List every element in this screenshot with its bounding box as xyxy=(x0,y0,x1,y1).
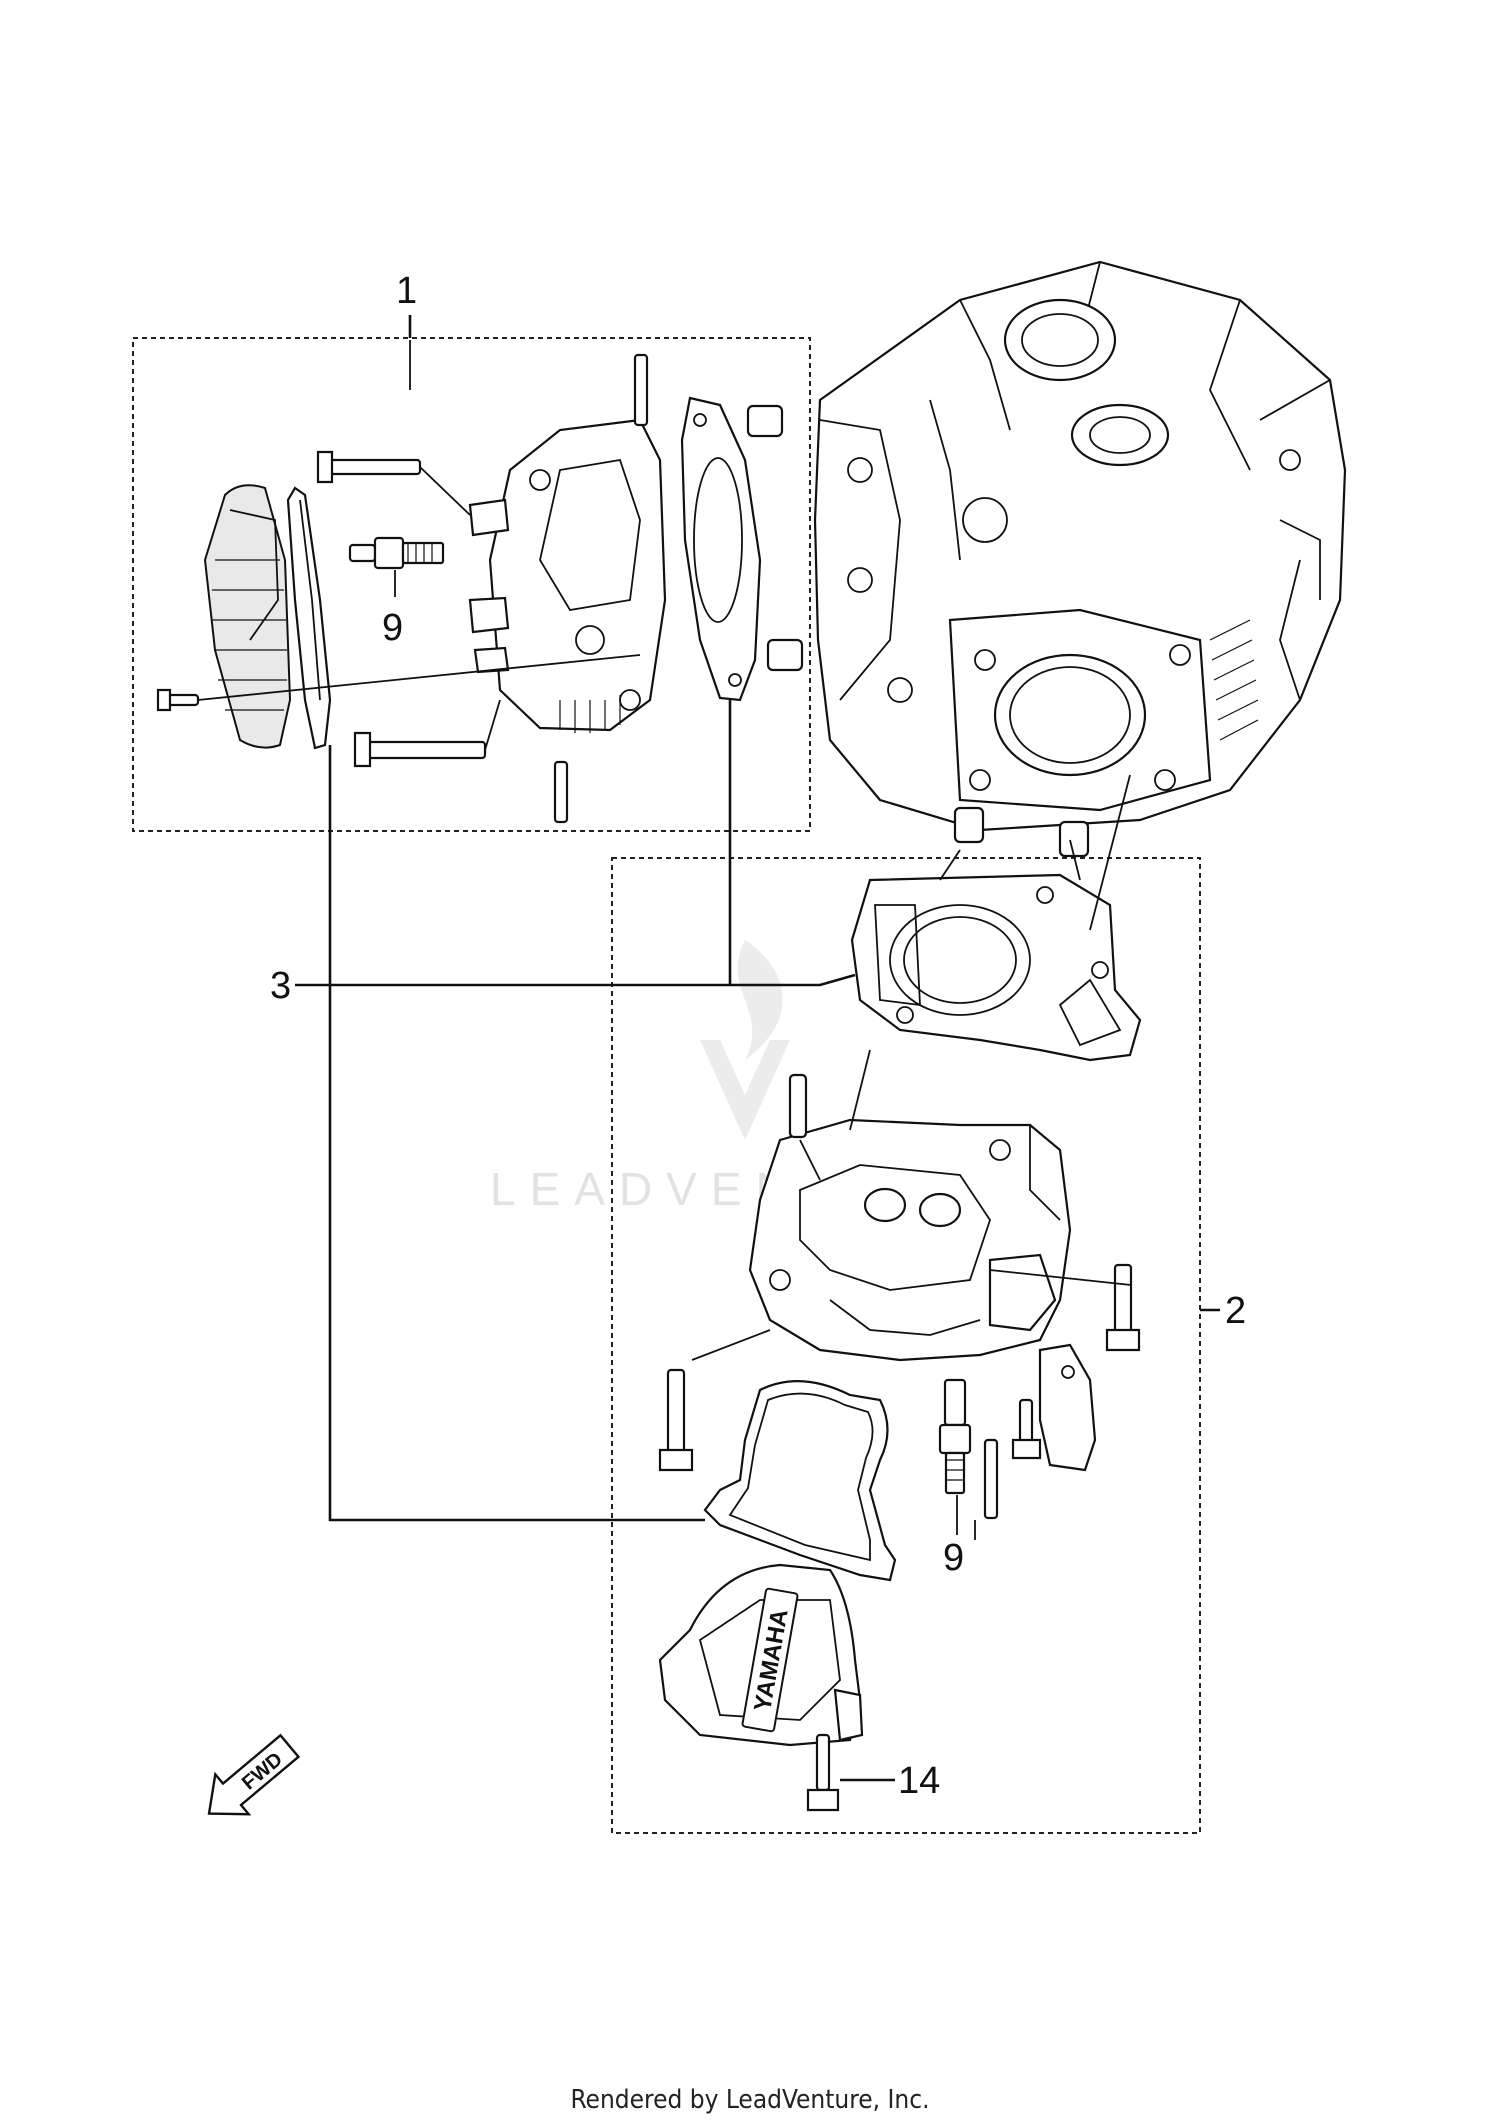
callout-2: 2 xyxy=(1225,1290,1246,1332)
front-head-cover xyxy=(203,484,292,749)
front-stud-top xyxy=(633,353,649,427)
rear-valve-cover: YAMAHA xyxy=(658,1563,864,1747)
fwd-arrow: FWD xyxy=(207,1733,301,1816)
rear-valve-cover-gasket xyxy=(703,1380,897,1582)
assembly-box-2 xyxy=(611,857,1201,1834)
leader-3 xyxy=(295,700,856,987)
rear-head-gasket xyxy=(850,873,1142,1062)
callout-9-right: 9 xyxy=(943,1537,964,1579)
callout-14: 14 xyxy=(898,1760,940,1802)
rear-spark-plug xyxy=(938,1378,972,1495)
callout-3: 3 xyxy=(270,965,291,1007)
front-stud-bottom xyxy=(553,760,569,824)
front-head-gasket xyxy=(680,396,762,702)
front-spark-plug xyxy=(348,536,445,570)
leader-lines-front xyxy=(197,340,641,751)
rear-bracket xyxy=(1038,1343,1097,1472)
leader-cover-gasket-link xyxy=(328,745,705,1522)
leader-lines-rear xyxy=(691,774,1132,1540)
front-head-bolts xyxy=(156,450,487,768)
footer-credit: Rendered by LeadVenture, Inc. xyxy=(570,2085,929,2115)
rear-cylinder-head xyxy=(748,1073,1072,1362)
crankcase xyxy=(813,260,1347,832)
callout-1: 1 xyxy=(396,270,417,312)
valve-cover-bolt xyxy=(806,1733,840,1812)
dowel-pins xyxy=(746,404,1090,858)
callout-9-left: 9 xyxy=(382,607,403,649)
front-head-cover-gasket xyxy=(286,486,332,750)
front-cylinder-head xyxy=(468,418,667,733)
rear-head-bolts xyxy=(658,1263,1141,1520)
